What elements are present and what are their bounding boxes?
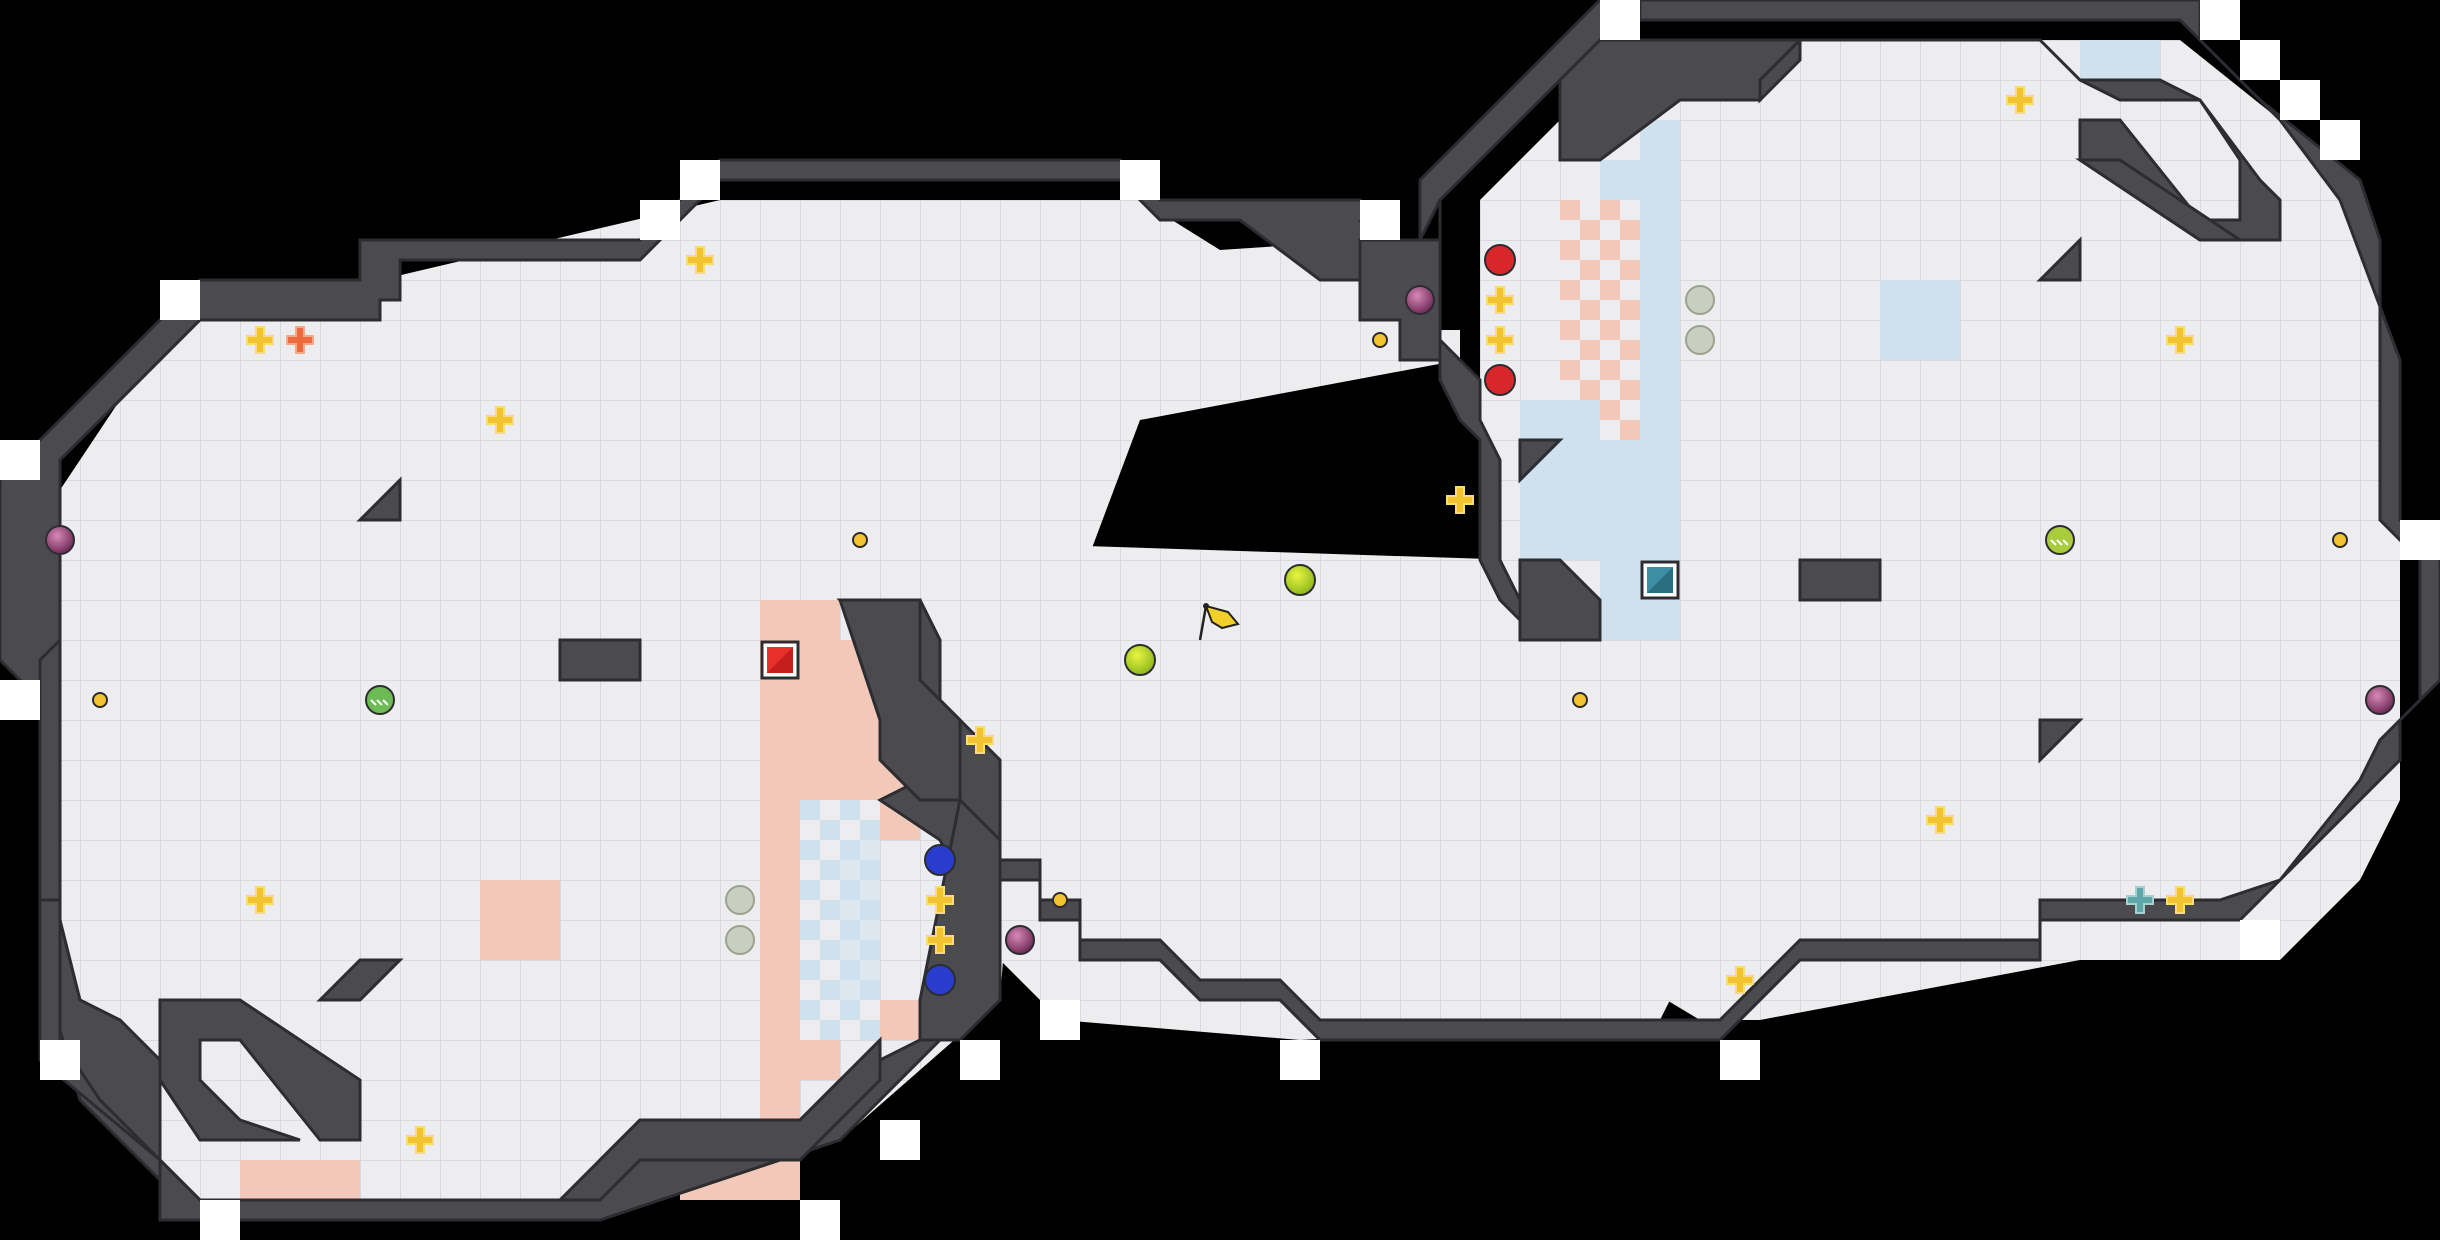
blue-ball — [924, 844, 956, 996]
blue-flag-base — [1640, 560, 1680, 600]
red-ball — [1484, 244, 1516, 396]
red-boost — [286, 326, 314, 354]
bomb — [45, 285, 2395, 955]
neutral-ball — [1124, 564, 1316, 676]
spike — [725, 285, 1715, 955]
button — [92, 332, 2348, 908]
yellow-boost — [246, 86, 2194, 1154]
red-flag-base — [760, 640, 800, 680]
green-powerup — [365, 525, 2075, 715]
yellow-flag-icon — [1198, 603, 1240, 641]
blue-boost — [2126, 886, 2154, 914]
